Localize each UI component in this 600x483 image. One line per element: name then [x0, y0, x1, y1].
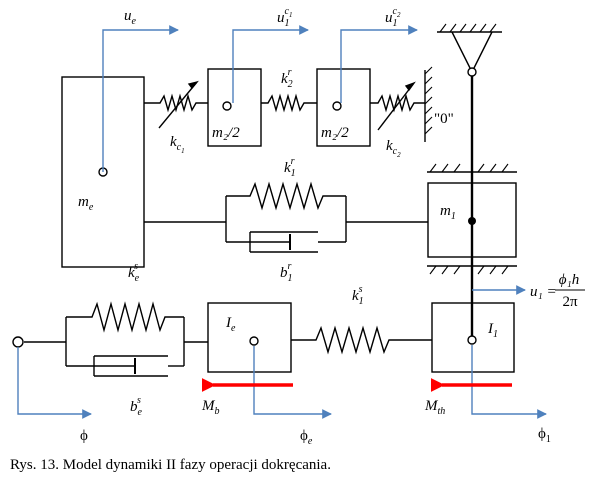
label-kc2: kc2	[386, 138, 401, 159]
spring-k1r	[226, 181, 346, 211]
spring-kc1	[144, 93, 208, 113]
formula-u1-lhs: u₁ =	[530, 284, 557, 300]
label-phi-e: ϕe	[300, 428, 313, 447]
spring-kes	[66, 301, 184, 333]
inertia-I1	[431, 302, 515, 373]
label-Mth: Mth	[424, 398, 445, 417]
label-k1s: k1s	[352, 284, 364, 307]
mass-m1	[427, 182, 517, 258]
label-m2-half-b: m₂/2	[321, 125, 349, 141]
label-kes: kes	[128, 261, 140, 284]
label-b1r: b1r	[280, 261, 293, 284]
label-me: me	[78, 194, 94, 213]
label-kc1: kc1	[170, 134, 185, 155]
label-u1-c2: u1c2	[385, 6, 401, 29]
label-bes: bes	[130, 395, 143, 418]
mass-m2-half-b	[316, 68, 371, 147]
spring-kc2	[370, 93, 425, 113]
formula-u1-denominator: 2π	[562, 294, 578, 310]
label-Mb: Mb	[201, 398, 220, 417]
mass-m2-half-a	[207, 68, 262, 147]
label-k2r: k2r	[281, 67, 293, 90]
formula-u1-numerator: ϕ₁h	[559, 272, 579, 288]
label-zero-reference: "0"	[434, 111, 454, 127]
label-k1r: k1r	[284, 156, 296, 179]
inertia-Ie	[207, 302, 292, 373]
label-u1-c1: u1c1	[277, 6, 292, 29]
label-phi: ϕ	[80, 428, 88, 444]
displacement-arrows	[17, 25, 547, 419]
spring-k1s	[291, 325, 432, 355]
label-I1: I1	[487, 321, 498, 340]
label-m1: m1	[440, 203, 456, 222]
label-Ie: Ie	[225, 315, 236, 334]
label-m2-half-a: m₂/2	[212, 125, 240, 141]
label-phi-1: ϕ1	[538, 426, 551, 445]
spring-k2r	[261, 93, 317, 113]
label-ue: ue	[124, 8, 137, 27]
figure-caption: Rys. 13. Model dynamiki II fazy operacji…	[10, 457, 331, 473]
pivot-support	[451, 31, 493, 74]
